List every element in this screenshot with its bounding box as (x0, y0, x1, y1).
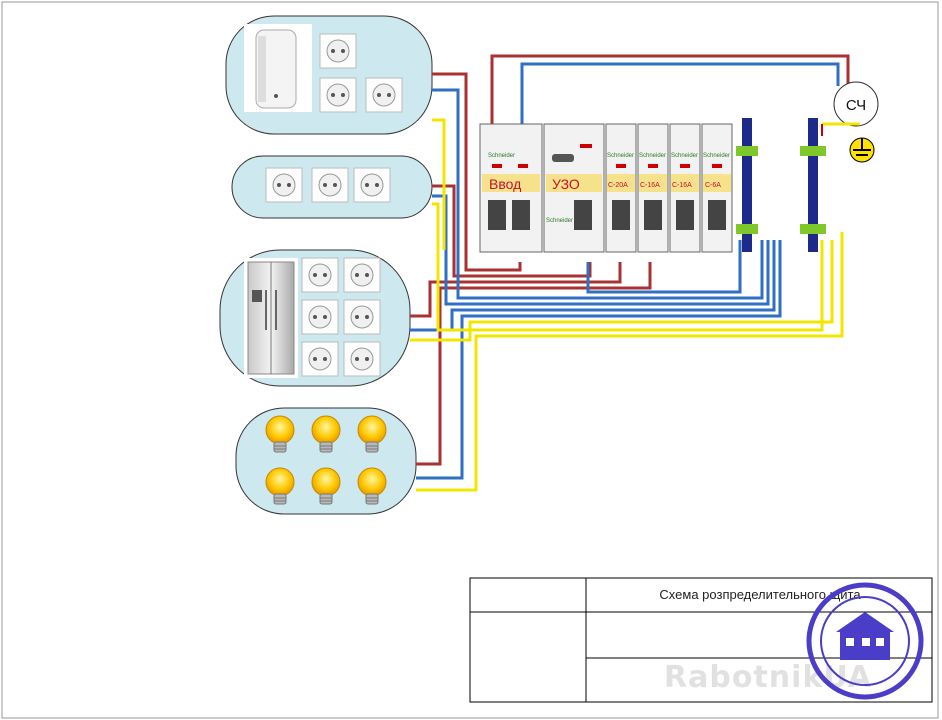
meter: СЧ (833, 81, 879, 127)
water-heater-icon (244, 24, 312, 112)
socket-icon (301, 257, 339, 293)
breaker-brand: Schneider (671, 153, 698, 159)
breaker-brand: Schneider (703, 153, 730, 159)
neutral-busbar (736, 118, 758, 252)
breaker-uzo (543, 123, 605, 253)
breaker-brand: Schneider (639, 153, 666, 159)
socket-icon (301, 341, 339, 377)
refrigerator-icon (244, 258, 298, 378)
breaker-brand: Schneider (546, 218, 573, 224)
stamp-logo (806, 582, 924, 700)
breaker-label: Ввод (489, 176, 521, 192)
breaker-label: C-20A (608, 182, 628, 189)
socket-icon (265, 167, 303, 203)
breaker-label: УЗО (552, 176, 580, 192)
ground-wires (410, 118, 844, 492)
breaker-c20a (605, 123, 637, 253)
phase-wires (410, 54, 850, 466)
socket-icon (343, 299, 381, 335)
breaker-brand: Schneider (607, 153, 634, 159)
socket-icon (343, 257, 381, 293)
socket-icon (301, 299, 339, 335)
breaker-label: C-6A (705, 182, 721, 189)
breaker-c16a (637, 123, 669, 253)
socket-icon (365, 77, 403, 113)
breaker-c16a-2 (669, 123, 701, 253)
socket-icon (353, 167, 391, 203)
breaker-vvod (479, 123, 543, 253)
breaker-label: C-16A (672, 182, 692, 189)
breaker-brand: Schneider (488, 153, 515, 159)
socket-icon (343, 341, 381, 377)
socket-icon (319, 77, 357, 113)
socket-icon (311, 167, 349, 203)
meter-label: СЧ (846, 97, 866, 114)
breaker-panel: Schneider Schneider Schneider Schneider … (479, 123, 733, 253)
title-block (469, 577, 933, 703)
ground-busbar (800, 118, 826, 252)
title-block-title: Схема розпределительного щита (659, 587, 861, 602)
neutral-wires (410, 62, 840, 480)
breaker-label: C-16A (640, 182, 660, 189)
socket-icon (319, 33, 357, 69)
breaker-c6a (701, 123, 733, 253)
ground-symbol-icon (821, 122, 875, 163)
